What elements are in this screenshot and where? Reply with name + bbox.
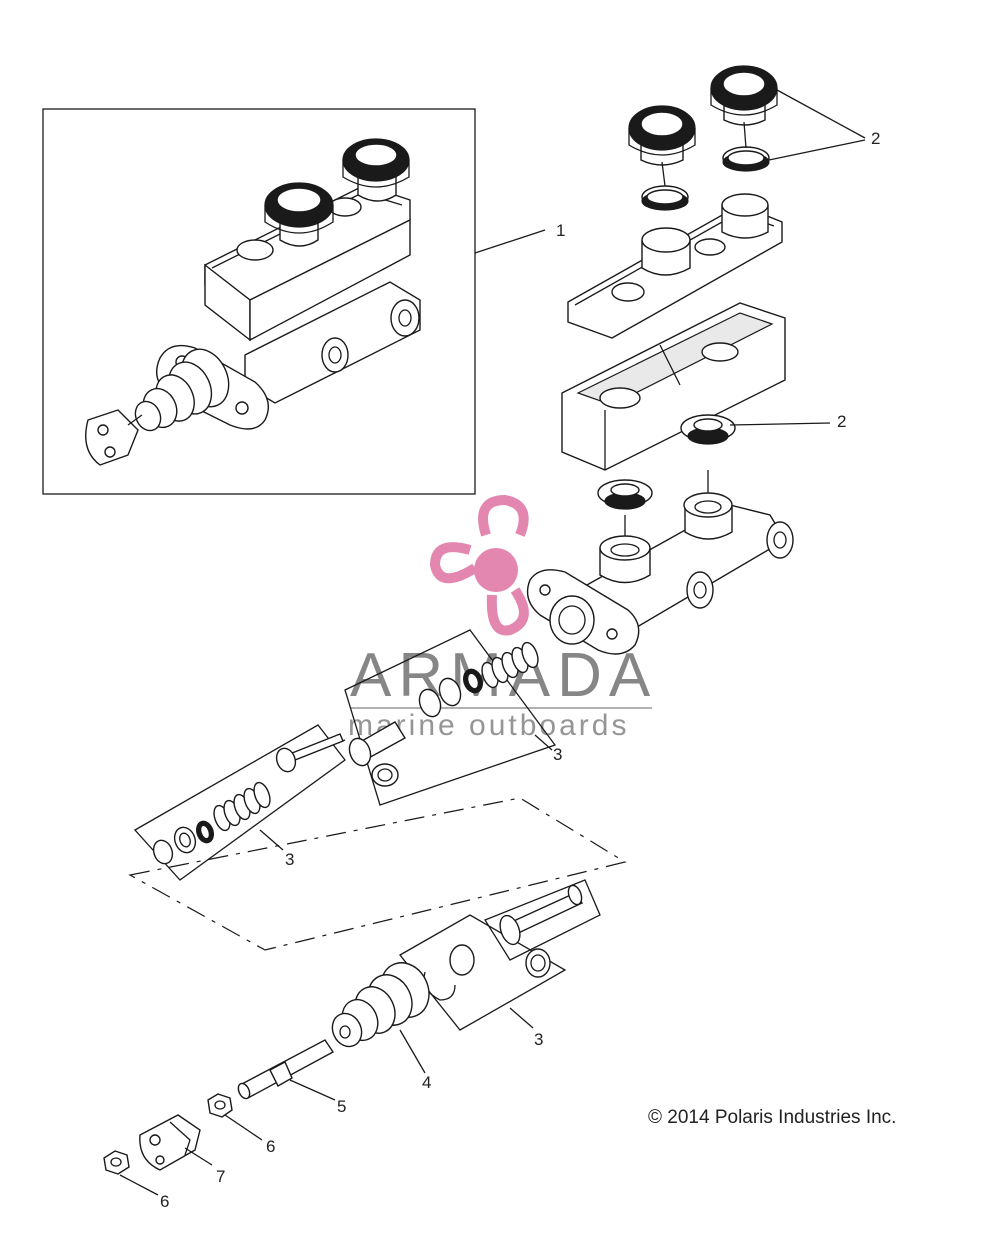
leader-6b bbox=[119, 1174, 159, 1196]
spring-upper bbox=[481, 641, 539, 689]
leader-3c bbox=[509, 1007, 534, 1029]
leader-1 bbox=[474, 229, 546, 254]
leader-7 bbox=[184, 1147, 213, 1166]
axis-cap-rear bbox=[743, 121, 747, 149]
callout-3c: 3 bbox=[534, 1030, 543, 1049]
callout-3b: 3 bbox=[285, 850, 294, 869]
callout-5: 5 bbox=[337, 1097, 346, 1116]
master-cylinder-body bbox=[559, 492, 794, 641]
reservoir-tank bbox=[561, 302, 786, 471]
pushrod bbox=[237, 1039, 335, 1100]
reservoir-grommet-rear bbox=[680, 414, 736, 445]
cap-seal-rear bbox=[722, 146, 770, 172]
inset-clevis bbox=[85, 409, 143, 466]
jam-nut-upper bbox=[207, 1093, 233, 1118]
leader-4 bbox=[399, 1029, 426, 1074]
pushrod-kit-box bbox=[399, 879, 601, 1031]
cap-seal-front bbox=[641, 185, 689, 211]
leader-5 bbox=[289, 1079, 336, 1101]
nut-lower bbox=[103, 1150, 130, 1175]
reservoir-grommet-front bbox=[597, 479, 653, 510]
callout-6b: 6 bbox=[160, 1192, 169, 1211]
spring-middle bbox=[213, 781, 271, 832]
piston-kit-box-middle bbox=[133, 724, 346, 881]
leader-3b bbox=[259, 829, 284, 851]
callout-1: 1 bbox=[556, 221, 565, 240]
reservoir-lid bbox=[567, 193, 783, 339]
propeller-logo bbox=[429, 494, 529, 636]
reservoir-cap-rear bbox=[710, 65, 778, 126]
callout-2b: 2 bbox=[837, 412, 846, 431]
phantom-outline bbox=[128, 797, 627, 951]
inset-boot bbox=[134, 348, 230, 432]
callout-2a: 2 bbox=[871, 129, 880, 148]
callout-4: 4 bbox=[422, 1073, 431, 1092]
callout-6a: 6 bbox=[266, 1137, 275, 1156]
copyright-text: © 2014 Polaris Industries Inc. bbox=[648, 1107, 896, 1128]
inset-assembly-box bbox=[42, 108, 476, 495]
dust-boot bbox=[331, 962, 430, 1048]
leader-2a-2 bbox=[768, 139, 866, 161]
piston-kit-box-upper bbox=[344, 629, 557, 806]
axis-cap-front bbox=[661, 161, 666, 187]
clevis bbox=[139, 1114, 201, 1171]
leader-2b bbox=[729, 422, 831, 426]
inset-cylinder-body bbox=[244, 281, 421, 404]
inset-cap-left bbox=[264, 182, 334, 247]
watermark: ARMADA marine outboards bbox=[348, 494, 652, 742]
leader-3a bbox=[534, 734, 553, 751]
reservoir-cap-front bbox=[628, 105, 696, 166]
callout-7: 7 bbox=[216, 1167, 225, 1186]
inset-cap-right bbox=[342, 138, 410, 202]
leader-6a bbox=[224, 1114, 263, 1141]
master-cylinder-flange bbox=[526, 569, 640, 655]
callout-3a: 3 bbox=[553, 745, 562, 764]
leader-2a-1 bbox=[776, 89, 866, 139]
